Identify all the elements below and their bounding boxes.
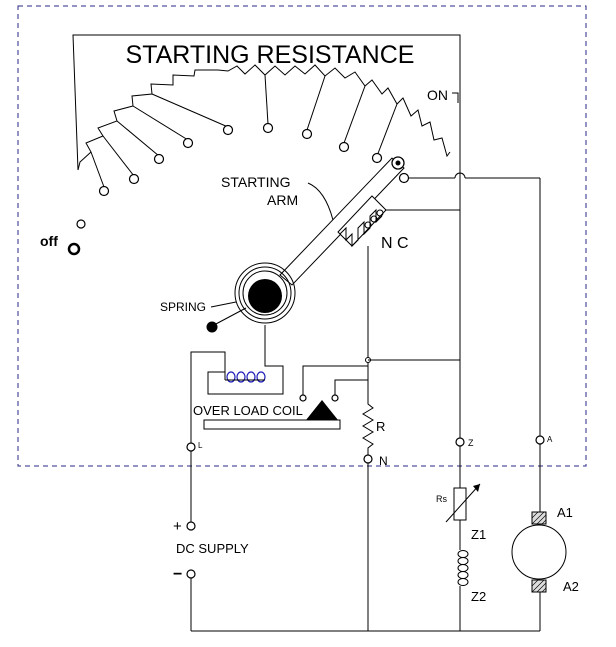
off-label: off [40,233,58,249]
a2-label: A2 [563,579,579,594]
starting-arm-label-2: ARM [267,192,298,208]
diagram-title-text: STARTING RESISTANCE [126,41,415,69]
resistance-taps [90,74,398,188]
overload-armature [203,419,341,430]
on-label: ON [427,87,448,103]
terminal-l-label: L [198,441,203,450]
starter-enclosure [17,5,587,467]
spring-label: SPRING [160,300,206,314]
terminal-a-label: A [547,435,553,444]
resistor-label: R [376,419,385,434]
contact-studs [76,122,383,229]
dc-supply-label: DC SUPPLY [176,541,249,556]
arm-pivot [234,262,296,324]
off-stud [67,242,81,256]
nc-label: N C [381,235,409,252]
z2-label: Z2 [471,589,486,604]
spring-anchor [206,321,218,333]
starting-arm-label-1: STARTING [221,174,291,190]
overload-coil-label: OVER LOAD COIL [193,403,303,418]
z1-label: Z1 [471,527,486,542]
starting-arm [279,156,405,286]
rs-label: Rs [436,494,447,504]
resistor-r [362,400,374,455]
overload-pivot [306,400,338,420]
field-rheostat-rs [453,487,467,521]
dc-motor-armature [511,511,567,593]
dc-plus: + [173,518,182,535]
dc-minus: − [173,566,182,583]
shunt-field-coil [457,550,469,586]
terminal-z-label: Z [468,438,474,448]
overload-coil-winding [226,371,266,383]
terminal-n-label: N [379,454,388,468]
starter-panel-outline [72,34,461,171]
a1-label: A1 [557,505,573,520]
starting-resistance-element [77,64,451,171]
